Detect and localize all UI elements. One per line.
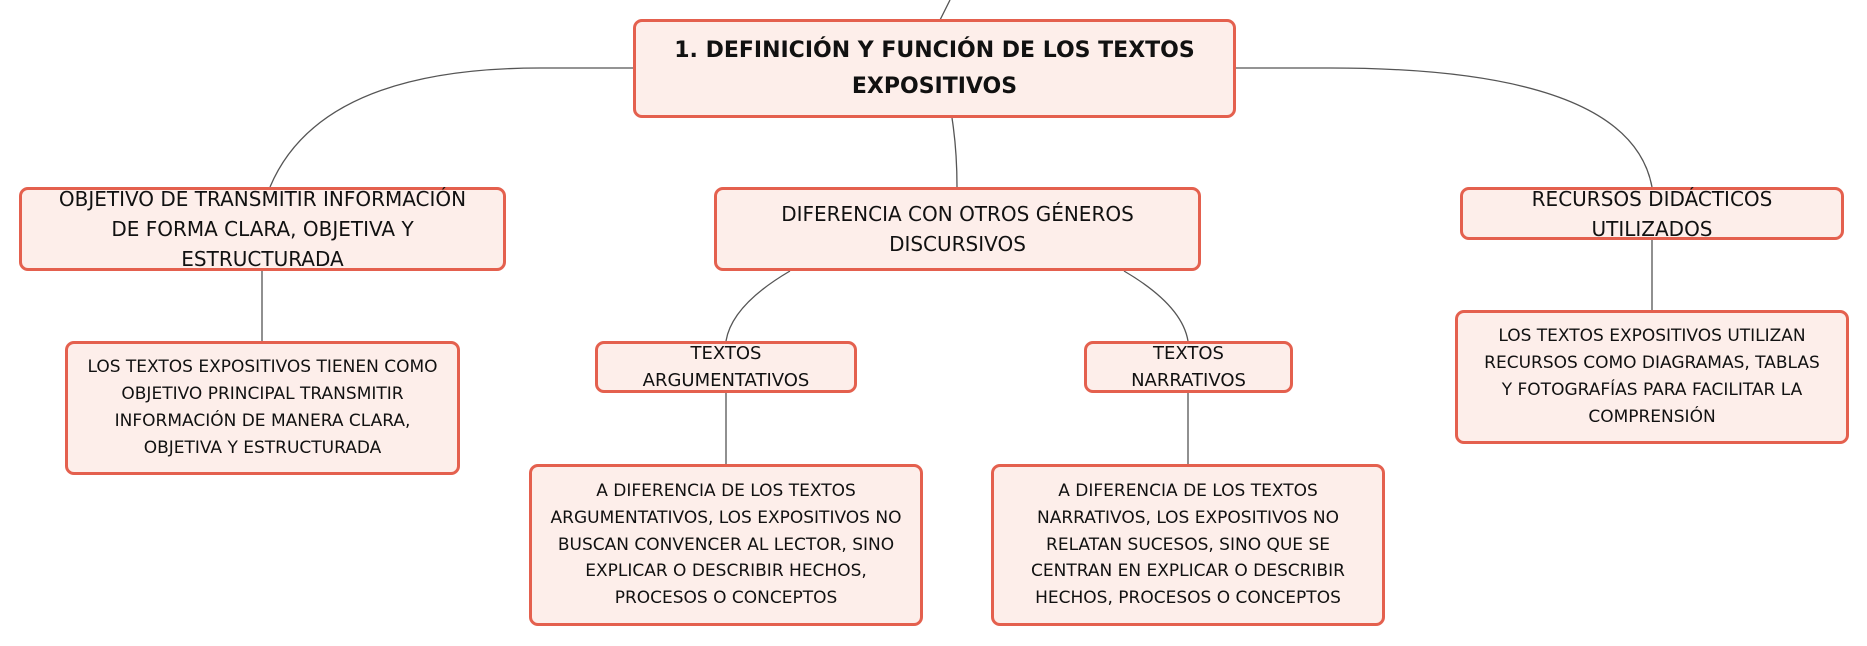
node-recursos[interactable]: RECURSOS DIDÁCTICOS UTILIZADOS <box>1460 187 1844 241</box>
node-objetivo-detalle-label: LOS TEXTOS EXPOSITIVOS TIENEN COMO OBJET… <box>87 357 438 458</box>
node-narrativos-detalle-label: A DIFERENCIA DE LOS TEXTOS NARRATIVOS, L… <box>1031 480 1345 609</box>
node-narrativos-label: TEXTOS NARRATIVOS <box>1131 343 1246 391</box>
node-recursos-label: RECURSOS DIDÁCTICOS UTILIZADOS <box>1531 186 1773 241</box>
node-argumentativos-label: TEXTOS ARGUMENTATIVOS <box>642 343 810 391</box>
node-diferencia-label: DIFERENCIA CON OTROS GÉNEROS DISCURSIVOS <box>781 202 1134 256</box>
connector-root-recursos <box>1236 67 1653 188</box>
node-narrativos-detalle[interactable]: A DIFERENCIA DE LOS TEXTOS NARRATIVOS, L… <box>991 464 1385 626</box>
connector-diferencia-narrativos <box>1123 270 1189 342</box>
connector-diferencia-argumentativos <box>725 270 791 342</box>
connector-root-objetivo <box>269 67 633 188</box>
node-root[interactable]: 1. DEFINICIÓN Y FUNCIÓN DE LOS TEXTOS EX… <box>633 19 1236 118</box>
node-diferencia[interactable]: DIFERENCIA CON OTROS GÉNEROS DISCURSIVOS <box>714 187 1201 271</box>
node-objetivo-detalle[interactable]: LOS TEXTOS EXPOSITIVOS TIENEN COMO OBJET… <box>65 341 460 475</box>
node-argumentativos[interactable]: TEXTOS ARGUMENTATIVOS <box>595 341 857 393</box>
node-objetivo-label: OBJETIVO DE TRANSMITIR INFORMACIÓN DE FO… <box>58 187 467 271</box>
node-argumentativos-detalle[interactable]: A DIFERENCIA DE LOS TEXTOS ARGUMENTATIVO… <box>529 464 923 626</box>
node-argumentativos-detalle-label: A DIFERENCIA DE LOS TEXTOS ARGUMENTATIVO… <box>550 480 902 609</box>
node-objetivo[interactable]: OBJETIVO DE TRANSMITIR INFORMACIÓN DE FO… <box>19 187 506 271</box>
node-root-label: 1. DEFINICIÓN Y FUNCIÓN DE LOS TEXTOS EX… <box>674 38 1195 99</box>
connector-root-diferencia <box>951 117 958 188</box>
node-recursos-detalle[interactable]: LOS TEXTOS EXPOSITIVOS UTILIZAN RECURSOS… <box>1455 310 1849 444</box>
node-recursos-detalle-label: LOS TEXTOS EXPOSITIVOS UTILIZAN RECURSOS… <box>1484 326 1820 427</box>
node-narrativos[interactable]: TEXTOS NARRATIVOS <box>1084 341 1293 393</box>
connector-parent-offscreen <box>939 0 951 21</box>
